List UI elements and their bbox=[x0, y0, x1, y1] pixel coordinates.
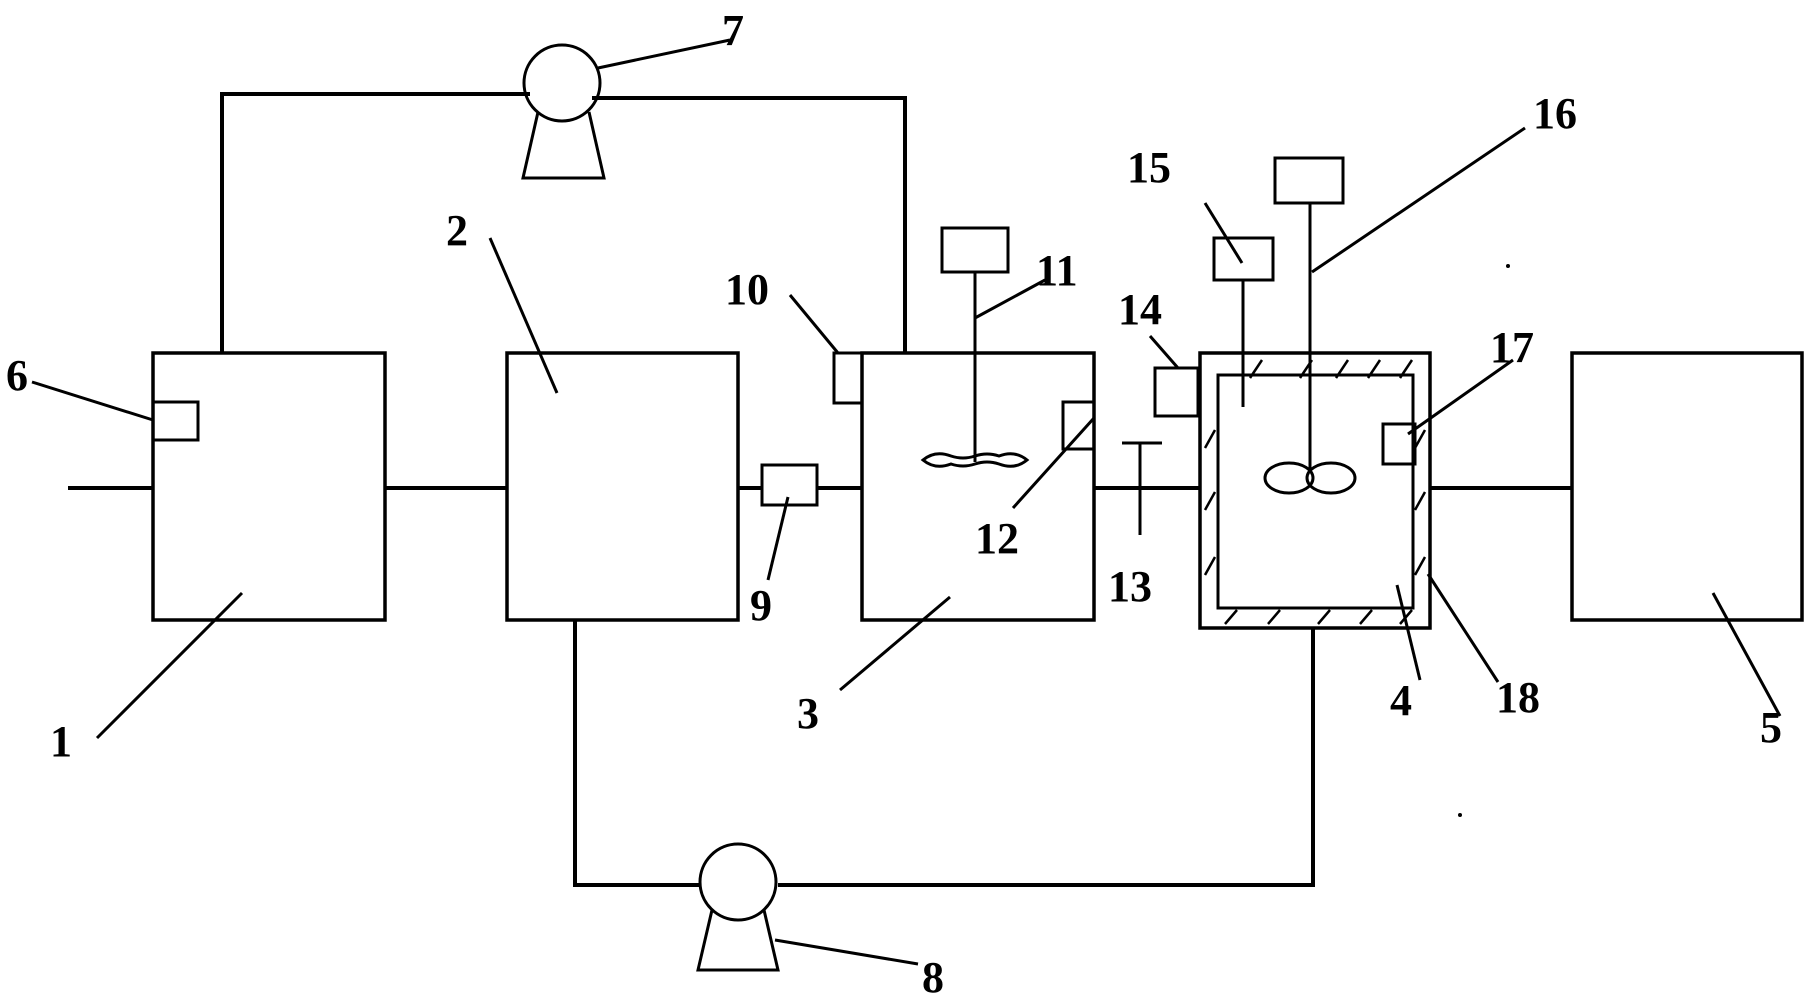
scan-dot bbox=[1458, 813, 1462, 817]
insulation-hatch-18 bbox=[1203, 359, 1427, 625]
label-9: 9 bbox=[750, 581, 772, 630]
label-11: 11 bbox=[1036, 246, 1078, 295]
label-17: 17 bbox=[1490, 323, 1534, 372]
bottom-recirculation-pipe bbox=[573, 620, 1315, 887]
valve-13 bbox=[1122, 441, 1162, 508]
label-13: 13 bbox=[1108, 562, 1152, 611]
tank-3 bbox=[860, 351, 1096, 622]
number-labels: 1 2 3 4 5 6 7 8 9 10 11 12 13 14 15 16 1… bbox=[6, 6, 1782, 1002]
sensor-10 bbox=[832, 351, 864, 405]
label-8: 8 bbox=[922, 953, 944, 1002]
label-5: 5 bbox=[1760, 703, 1782, 752]
label-12: 12 bbox=[975, 514, 1019, 563]
label-18: 18 bbox=[1496, 673, 1540, 722]
mixer-11 bbox=[920, 226, 1030, 468]
tank-1 bbox=[151, 351, 387, 622]
probe-15 bbox=[1212, 236, 1275, 407]
tank-5 bbox=[1570, 351, 1804, 622]
label-14: 14 bbox=[1118, 285, 1162, 334]
flow-meter-9 bbox=[760, 463, 819, 507]
pump-8 bbox=[696, 842, 780, 972]
sensor-17 bbox=[1381, 422, 1417, 466]
label-10: 10 bbox=[725, 265, 769, 314]
label-1: 1 bbox=[50, 717, 72, 766]
label-6: 6 bbox=[6, 351, 28, 400]
tank-2 bbox=[505, 351, 740, 622]
leader-lines bbox=[31, 38, 1782, 966]
sensor-12 bbox=[1061, 400, 1096, 451]
label-3: 3 bbox=[797, 689, 819, 738]
scan-dot bbox=[1506, 264, 1510, 268]
label-16: 16 bbox=[1533, 89, 1577, 138]
sensor-14 bbox=[1153, 366, 1200, 418]
sensor-6 bbox=[151, 400, 200, 442]
mixer-16 bbox=[1263, 156, 1357, 495]
label-15: 15 bbox=[1127, 143, 1171, 192]
label-2: 2 bbox=[446, 206, 468, 255]
pump-7 bbox=[521, 43, 606, 180]
top-recirculation-pipe bbox=[220, 92, 907, 353]
label-4: 4 bbox=[1390, 676, 1412, 725]
label-7: 7 bbox=[722, 6, 744, 55]
